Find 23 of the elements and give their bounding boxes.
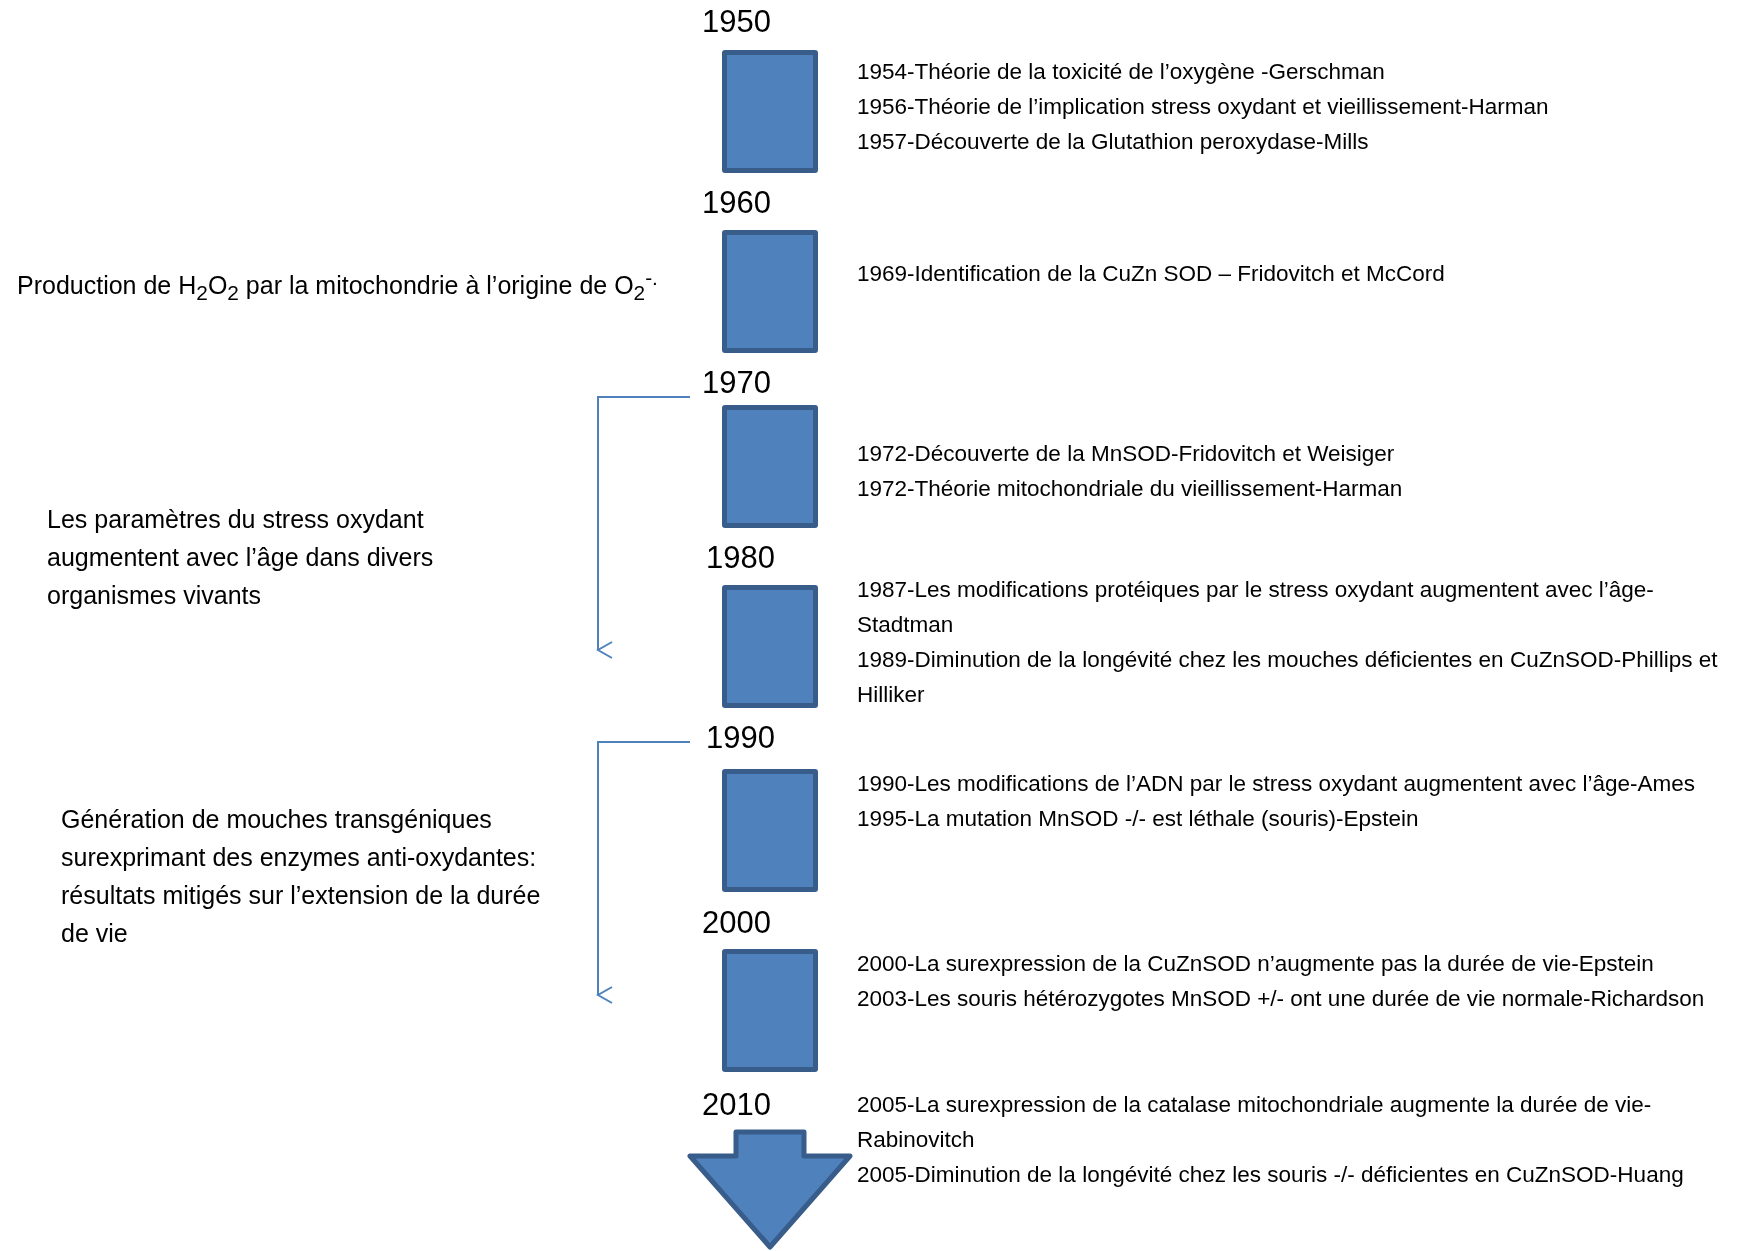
event-text: 1990-Les modifications de l’ADN par le stress oxydant augmentent avec l’âge-Ames <box>857 770 1696 798</box>
year-label: 1970 <box>702 365 771 401</box>
event-text: 1989-Diminution de la longévité chez les mouches déficientes en CuZnSOD-Phillips et Hilliker <box>857 646 1719 709</box>
event-text: 1972-Théorie mitochondriale du vieillissement-Harman <box>857 475 1404 503</box>
year-label: 2000 <box>702 905 771 941</box>
event-text: 2005-Diminution de la longévité chez les souris -/- déficientes en CuZnSOD-Huang <box>857 1161 1685 1189</box>
event-text: 2003-Les souris hétérozygotes MnSOD +/- ont une durée de vie normale-Richardson <box>857 985 1706 1013</box>
event-text: 2005-La surexpression de la catalase mitochondriale augmente la durée de vie-Rabinovitch <box>857 1091 1653 1154</box>
year-label: 1990 <box>706 720 775 756</box>
event-text: 1954-Théorie de la toxicité de l’oxygène -Gerschman <box>857 58 1386 86</box>
event-text: 1957-Découverte de la Glutathion peroxydase-Mills <box>857 128 1370 156</box>
year-label: 1980 <box>706 540 775 576</box>
event-text: 1969-Identification de la CuZn SOD – Fridovitch et McCord <box>857 260 1446 288</box>
event-text: 1956-Théorie de l’implication stress oxydant et vieillissement-Harman <box>857 93 1550 121</box>
year-label: 1950 <box>702 4 771 40</box>
note-text: Génération de mouches transgéniques surexprimant des enzymes anti-oxydantes: résultats mitigés sur l’extension de la durée de vie <box>61 804 542 949</box>
event-text: 1995-La mutation MnSOD -/- est léthale (souris)-Epstein <box>857 805 1420 833</box>
note-text: Les paramètres du stress oxydant augmentent avec l’âge dans divers organismes vivants <box>47 504 435 611</box>
year-label: 1960 <box>702 185 771 221</box>
year-label: 2010 <box>702 1087 771 1123</box>
event-text: 2000-La surexpression de la CuZnSOD n’augmente pas la durée de vie-Epstein <box>857 950 1655 978</box>
event-text: 1972-Découverte de la MnSOD-Fridovitch et Weisiger <box>857 440 1396 468</box>
event-text: 1987-Les modifications protéiques par le stress oxydant augmentent avec l’âge-Stadtman <box>857 576 1655 639</box>
